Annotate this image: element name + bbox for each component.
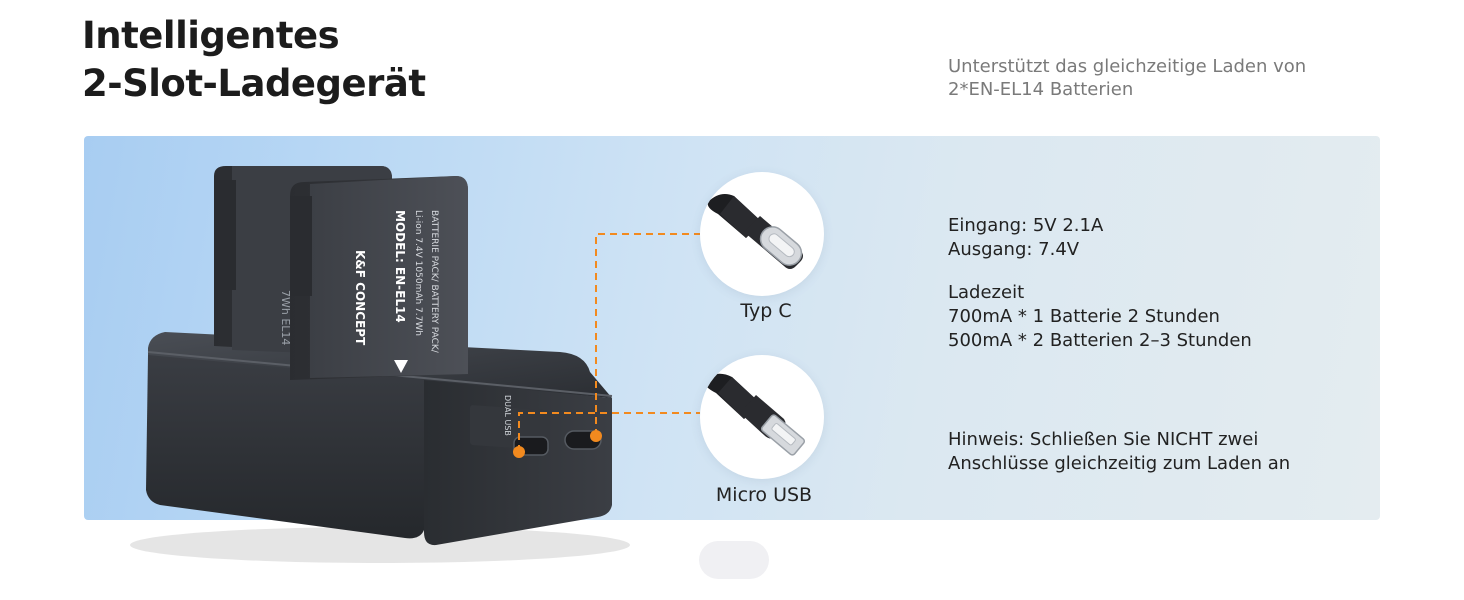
note-line-2: Anschlüsse gleichzeitig zum Laden an <box>948 453 1291 474</box>
battery-model-text: MODEL: EN-EL14 <box>393 210 407 323</box>
input-spec: Eingang: 5V 2.1A <box>948 215 1104 236</box>
pagination-dot-icon[interactable] <box>699 541 769 579</box>
micro-usb-label: Micro USB <box>715 484 813 506</box>
usb-c-cable-icon <box>707 194 803 269</box>
battery-brand-text: K&F CONCEPT <box>353 250 367 346</box>
charger-front-face <box>146 355 424 539</box>
type-c-label: Typ C <box>740 300 792 322</box>
charge-time-specs: Ladezeit 700mA * 1 Batterie 2 Stunden 50… <box>948 281 1252 353</box>
micro-usb-connector <box>700 355 824 479</box>
page-subtitle: Unterstützt das gleichzeitige Laden von … <box>948 55 1368 101</box>
type-c-port-marker <box>590 430 602 442</box>
leader-lines <box>518 233 700 452</box>
micro-usb-leader <box>518 412 700 452</box>
note-line-1: Hinweis: Schließen Sie NICHT zwei <box>948 429 1259 450</box>
page-title: Intelligentes 2-Slot-Ladegerät <box>82 12 426 108</box>
warning-note: Hinweis: Schließen Sie NICHT zwei Anschl… <box>948 428 1290 476</box>
charge-time-line-2: 500mA * 2 Batterien 2–3 Stunden <box>948 330 1252 351</box>
micro-usb-cable-icon <box>704 373 806 456</box>
battery-front: BATTERIE PACK/ BATTERY PACK/ Li-ion 7.4V… <box>290 176 468 380</box>
type-c-connector <box>700 172 824 296</box>
charger-side-face <box>424 380 612 546</box>
title-line-2: 2-Slot-Ladegerät <box>82 62 426 105</box>
subtitle-line-2: 2*EN-EL14 Batterien <box>948 79 1134 100</box>
insert-arrow-icon <box>394 360 408 373</box>
svg-text:DUAL USB: DUAL USB <box>503 395 512 436</box>
svg-text:7Wh EL14: 7Wh EL14 <box>279 290 292 345</box>
charge-time-title: Ladezeit <box>948 282 1025 303</box>
battery-pack-text: BATTERIE PACK/ BATTERY PACK/ <box>429 210 439 354</box>
micro-usb-port-marker <box>513 446 525 458</box>
battery-spec-text: Li-ion 7.4V 1050mAh 7.7Wh <box>413 210 423 336</box>
io-specs: Eingang: 5V 2.1A Ausgang: 7.4V <box>948 214 1103 262</box>
subtitle-line-1: Unterstützt das gleichzeitige Laden von <box>948 56 1307 77</box>
charger-shadow <box>130 527 630 563</box>
charge-time-line-1: 700mA * 1 Batterie 2 Stunden <box>948 306 1220 327</box>
output-spec: Ausgang: 7.4V <box>948 239 1080 260</box>
title-line-1: Intelligentes <box>82 14 340 57</box>
